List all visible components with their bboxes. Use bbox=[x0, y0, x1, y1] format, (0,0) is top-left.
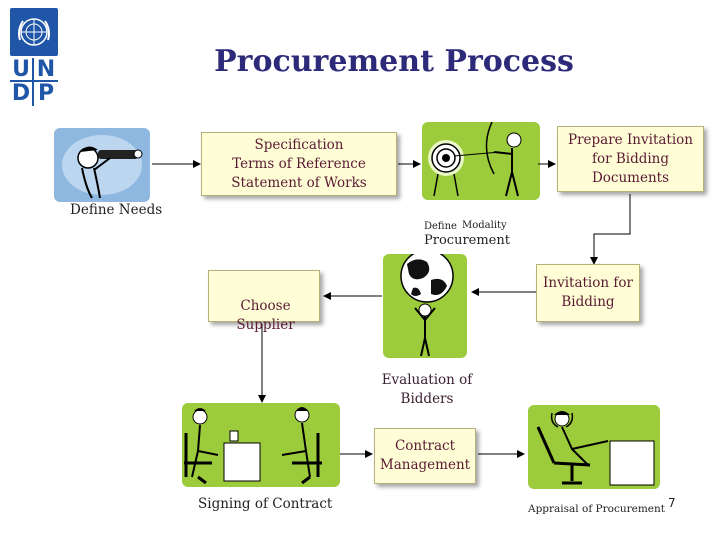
invitation-for-bidding-box: Invitation for Bidding bbox=[536, 264, 640, 322]
contract-management-label: Contract Management bbox=[380, 437, 470, 475]
arrow-prepare-to-invitation bbox=[594, 194, 630, 264]
define-procurement-prefix: Define bbox=[424, 221, 457, 232]
choose-supplier-box: Choose Supplier bbox=[208, 270, 320, 322]
signing-of-contract-label: Signing of Contract bbox=[198, 496, 332, 512]
define-needs-label: Define Needs bbox=[70, 202, 162, 218]
specification-label: Specification Terms of Reference Stateme… bbox=[231, 136, 366, 193]
choose-supplier-label: Choose Supplier bbox=[212, 297, 319, 335]
contract-management-box: Contract Management bbox=[374, 428, 476, 484]
evaluation-of-bidders-label: Evaluation of Bidders bbox=[374, 371, 480, 409]
define-procurement-main: Procurement bbox=[424, 233, 510, 248]
invitation-for-bidding-label: Invitation for Bidding bbox=[543, 274, 633, 312]
prepare-invitation-label: Prepare Invitation for Bidding Documents bbox=[568, 131, 693, 188]
prepare-invitation-box: Prepare Invitation for Bidding Documents bbox=[557, 126, 704, 192]
specification-box: Specification Terms of Reference Stateme… bbox=[201, 132, 397, 196]
define-procurement-sub-label: Modality bbox=[462, 220, 507, 231]
page-number: 7 bbox=[668, 496, 676, 510]
appraisal-of-procurement-label: Appraisal of Procurement bbox=[528, 503, 665, 515]
